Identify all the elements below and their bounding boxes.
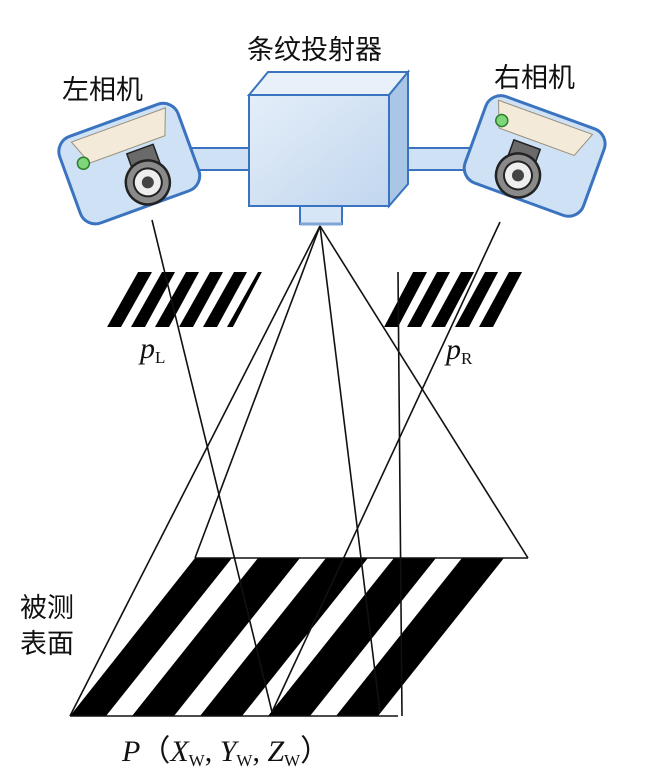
camera-icon	[57, 101, 202, 226]
surface-label-line1: 被测	[20, 593, 74, 624]
right-camera-label: 右相机	[494, 63, 575, 94]
left-camera-label: 左相机	[62, 75, 143, 106]
world-point-close-paren: ）	[300, 735, 331, 768]
left-image-point-subscript: L	[155, 348, 166, 367]
camera-icon	[462, 94, 607, 218]
world-point-x-sub: W	[188, 751, 205, 770]
world-point-z: Z	[267, 735, 285, 768]
world-point-sep-1: ,	[204, 735, 213, 768]
viewing-rays	[151, 219, 501, 717]
world-point-name: P	[122, 735, 141, 768]
left-image-point-symbol: p	[140, 332, 155, 365]
measured-surface	[70, 558, 528, 716]
world-point-y-sub: W	[236, 751, 253, 770]
image-plane-left	[107, 272, 262, 327]
surface-label-line2: 表面	[20, 629, 74, 660]
right-image-point-subscript: R	[461, 349, 473, 368]
projector-label: 条纹投射器	[247, 35, 382, 66]
projector-icon	[246, 69, 411, 226]
world-point-label: P（XW, YW, ZW）	[122, 726, 330, 771]
right-image-point-symbol: p	[446, 333, 461, 366]
world-point-y: Y	[219, 735, 237, 768]
world-point-x: X	[170, 735, 189, 768]
left-image-point-label: pL	[140, 332, 165, 368]
world-point-open-paren: （	[140, 735, 171, 768]
projection-rays	[69, 225, 529, 717]
image-plane-right	[384, 272, 530, 327]
right-image-point-label: pR	[446, 333, 472, 369]
world-point-sep-2: ,	[252, 735, 260, 768]
world-point-z-sub: W	[284, 751, 301, 770]
